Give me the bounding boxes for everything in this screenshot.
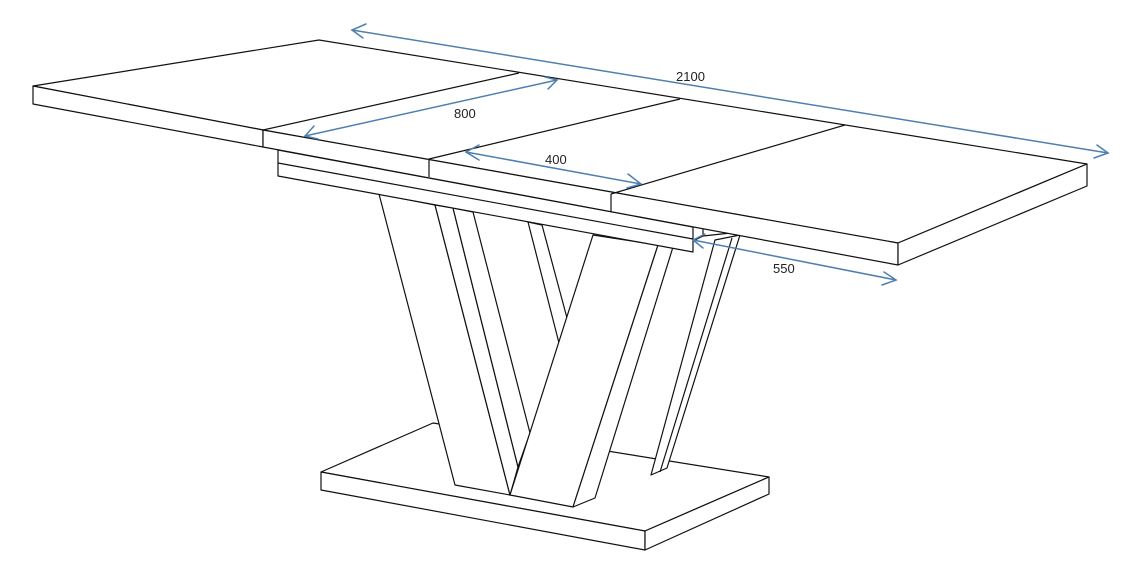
dimension-label-800: 800	[454, 106, 476, 121]
dimension-extension-length: 550	[691, 233, 898, 286]
table-top	[32, 39, 1088, 266]
front-left-leg	[378, 193, 531, 496]
dimension-label-400: 400	[545, 152, 567, 167]
dimension-label-550: 550	[773, 261, 795, 276]
dimension-total-length: 2100	[350, 23, 1110, 159]
dimension-extension-leaf: 400	[464, 144, 643, 189]
dimension-table-width: 800	[303, 76, 559, 140]
dimension-label-2100: 2100	[676, 69, 705, 84]
